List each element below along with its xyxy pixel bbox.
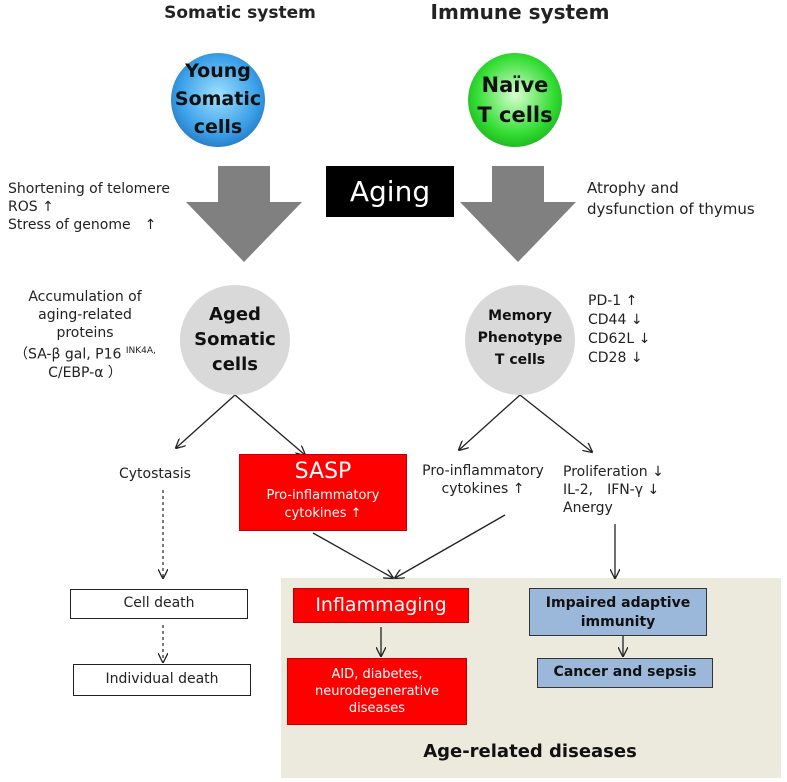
arrow-proinflam-to-inflammaging <box>395 514 506 578</box>
aging-label-box: Aging <box>326 166 454 217</box>
immune-aging-arrow <box>460 166 576 262</box>
somatic-system-header: Somatic system <box>164 3 316 23</box>
arrow-to-sasp <box>234 394 305 455</box>
sasp-box: SASP Pro-inflammatory cytokines ↑ <box>239 454 407 531</box>
proinflam-label: Pro-inflammatory cytokines ↑ <box>422 463 544 497</box>
cancer-sepsis-box: Cancer and sepsis <box>537 658 713 688</box>
somatic-causes: Shortening of telomere ROS ↑ Stress of g… <box>8 181 170 233</box>
immune-system-header: Immune system <box>430 0 610 24</box>
aged-cells-label: Aged Somatic cells <box>194 304 276 375</box>
cell-death-box: Cell death <box>70 589 248 619</box>
arrow-to-cytostasis <box>176 394 236 448</box>
inflammaging-box: Inflammaging <box>293 588 469 623</box>
aged-cells-circle <box>180 285 290 395</box>
arrow-to-proliferation <box>519 394 592 452</box>
arrow-sasp-to-inflammaging <box>312 532 393 578</box>
individual-death-box: Individual death <box>73 664 251 696</box>
young-cells-circle <box>171 53 265 147</box>
impaired-immunity-box: Impaired adaptive immunity <box>529 588 707 636</box>
memory-markers: PD-1 ↑ CD44 ↓ CD62L ↓ CD28 ↓ <box>588 293 651 366</box>
age-related-diseases-label: Age-related diseases <box>423 741 637 762</box>
somatic-aging-arrow <box>186 166 302 262</box>
arrow-to-proinflam <box>459 394 521 450</box>
memory-cells-label: Memory Phenotype T cells <box>477 308 563 368</box>
memory-cells-circle <box>465 285 575 395</box>
young-cells-label: Young Somatic cells <box>174 60 262 138</box>
naive-cells-label: Naïve T cells <box>477 73 553 127</box>
thymus-note: Atrophy and dysfunction of thymus <box>587 179 755 218</box>
aid-diseases-box: AID, diabetes, neurodegenerative disease… <box>287 658 467 725</box>
cytostasis-label: Cytostasis <box>119 466 191 482</box>
naive-cells-circle <box>468 53 562 147</box>
accumulation-note: Accumulation of aging-related proteins （… <box>14 289 156 381</box>
proliferation-label: Proliferation ↓ IL-2, IFN-γ ↓ Anergy <box>563 464 664 516</box>
